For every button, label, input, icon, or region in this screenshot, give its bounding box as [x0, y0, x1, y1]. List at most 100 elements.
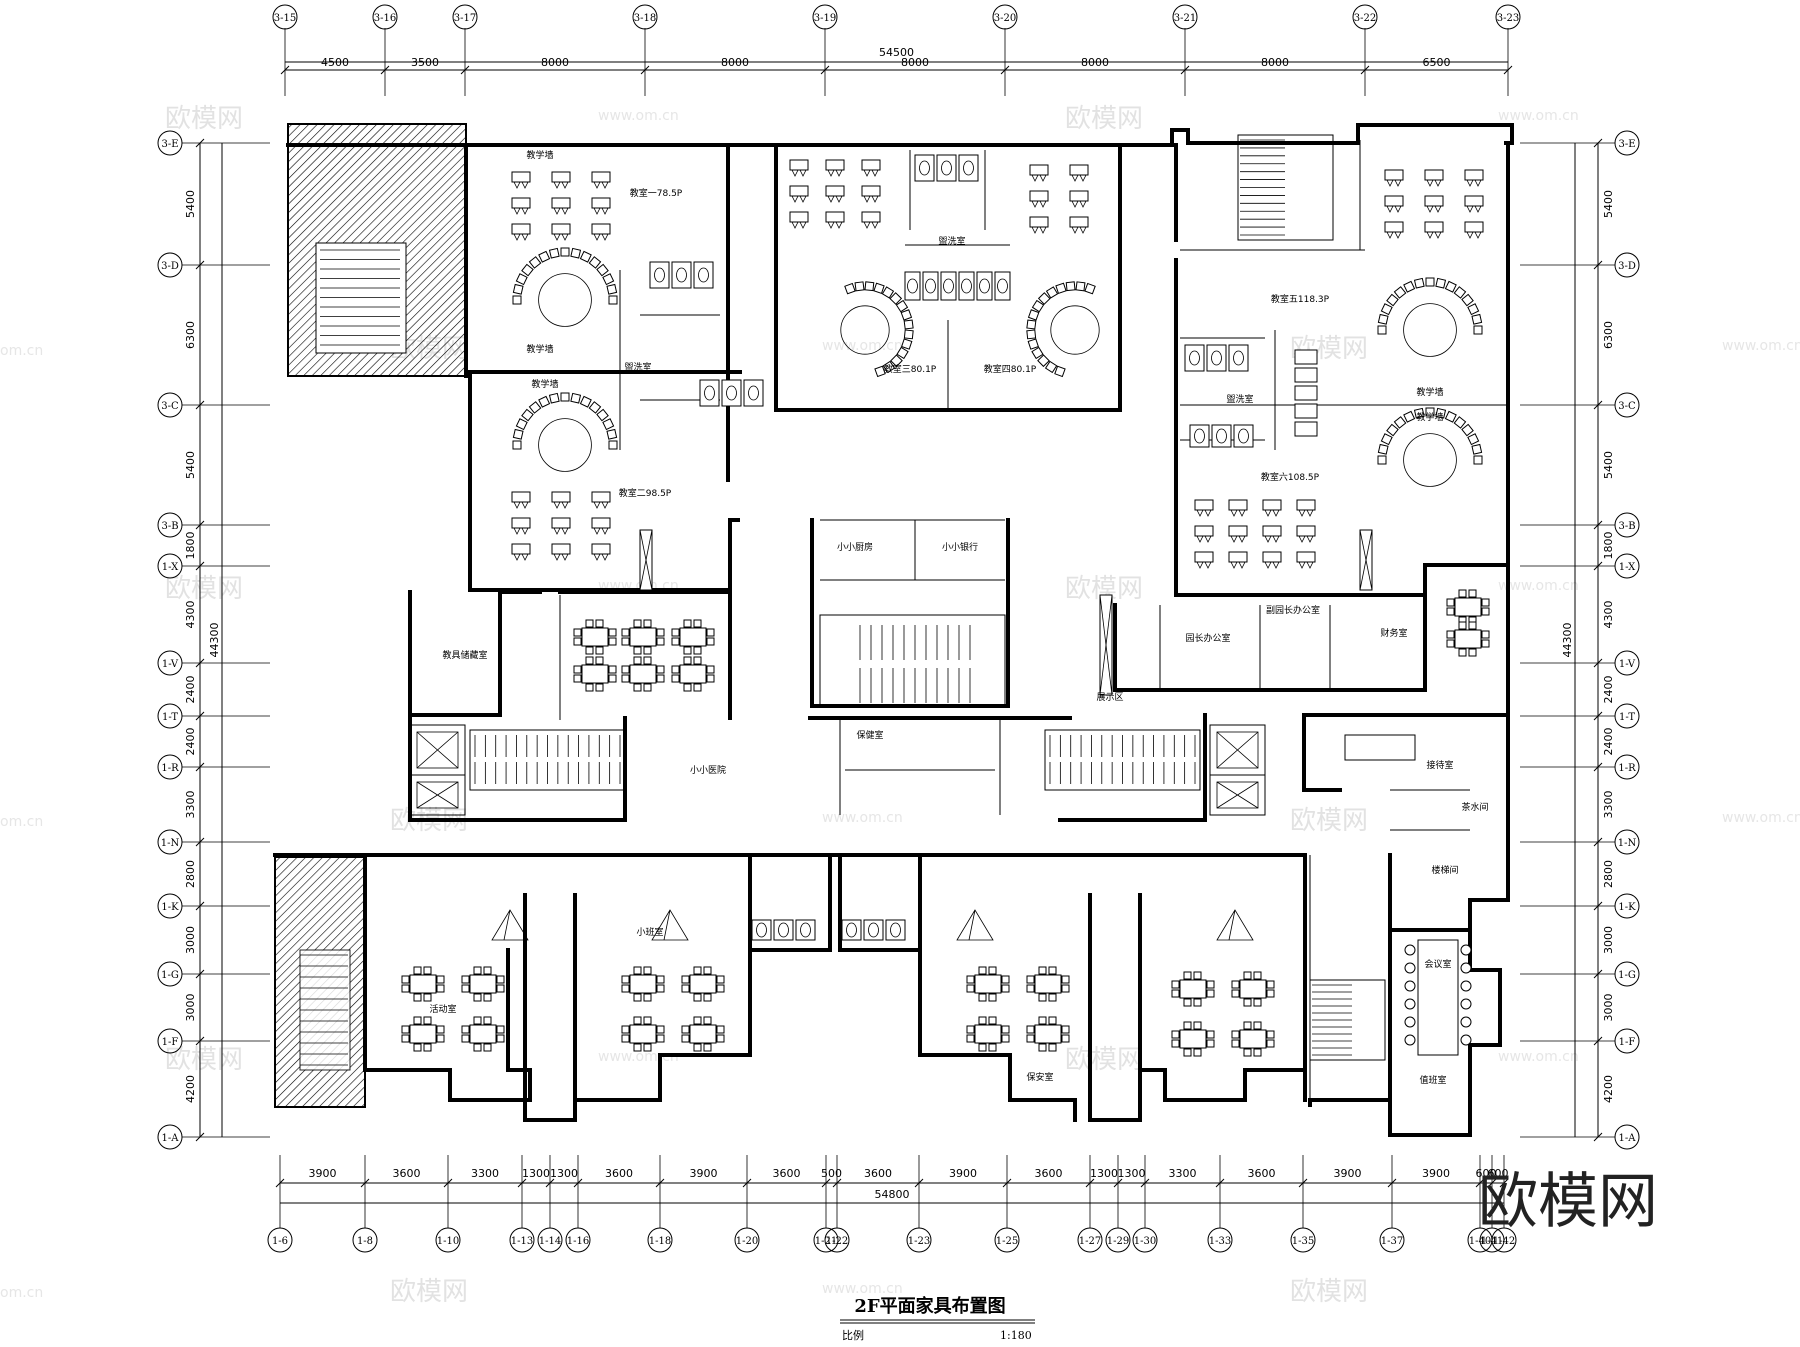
desk: [1029, 190, 1049, 202]
dim-value: 8000: [1261, 56, 1289, 69]
axis-bubble: [157, 893, 183, 919]
axis-label: 1-T: [1619, 712, 1635, 723]
chair: [1044, 360, 1058, 374]
table: [629, 664, 657, 684]
chair: [693, 1043, 702, 1052]
table: [689, 974, 717, 994]
chair: [693, 619, 702, 628]
room-label-finance: 财务室: [1380, 627, 1407, 639]
watermark: 欧模网: [165, 574, 243, 604]
chair: [436, 1034, 445, 1043]
chair: [573, 628, 582, 637]
chair: [1026, 1034, 1035, 1043]
chair: [1253, 1048, 1262, 1057]
chair: [1026, 1025, 1035, 1034]
axis-bubble: [1614, 392, 1640, 418]
furniture: [401, 154, 1490, 1057]
elevator-car: [416, 731, 459, 769]
table: [1239, 1029, 1267, 1049]
table: [581, 664, 609, 684]
chair: [528, 256, 542, 269]
chair: [579, 395, 592, 408]
watermark: 欧模网: [165, 1045, 243, 1075]
axis-label: 1-8: [357, 1236, 373, 1247]
room-label-teaching-wall: 教学墙: [531, 378, 558, 390]
table: [1454, 597, 1482, 617]
chair: [1404, 1034, 1416, 1046]
chair: [643, 1043, 652, 1052]
dim-total-bottom: 54800: [875, 1188, 910, 1201]
bottom-dimension-chain: 548001-639001-836001-1033001-1313001-141…: [267, 1155, 1517, 1253]
chair: [706, 637, 715, 646]
room-label-office-1: 园长办公室: [1185, 632, 1230, 644]
axis-label: 1-27: [1079, 1236, 1101, 1247]
chair: [1446, 607, 1455, 616]
chair: [988, 966, 997, 975]
chair: [436, 975, 445, 984]
chair: [1206, 1030, 1215, 1039]
table: [581, 627, 609, 647]
axis-bubble: [812, 4, 838, 30]
dim-value: 3600: [393, 1167, 421, 1180]
table: [629, 1024, 657, 1044]
room-label-store: 教具储藏室: [442, 649, 487, 661]
axis-label: 3-22: [1354, 13, 1376, 24]
chair: [1054, 365, 1066, 378]
chair: [1461, 423, 1474, 437]
chair: [1001, 984, 1010, 993]
chair: [693, 993, 702, 1002]
chair: [1460, 980, 1472, 992]
chair: [1444, 410, 1457, 423]
dim-value: 4500: [321, 56, 349, 69]
axis-label: 1-F: [162, 1037, 179, 1048]
chair: [608, 440, 618, 450]
dim-value: 500: [821, 1167, 842, 1180]
chair: [656, 1025, 665, 1034]
axis-bubble: [1614, 650, 1640, 676]
dim-value: 1300: [550, 1167, 578, 1180]
chair: [901, 338, 913, 350]
room-label-activity: 活动室: [429, 1003, 456, 1015]
chair: [978, 1043, 987, 1052]
chair: [693, 683, 702, 692]
dim-total-top: 54500: [879, 46, 914, 59]
chair: [1380, 433, 1393, 446]
chair: [515, 418, 528, 431]
chair: [1393, 286, 1407, 299]
chair: [1243, 998, 1252, 1007]
chair: [1206, 980, 1215, 989]
chair: [1027, 338, 1039, 350]
watermark: 欧模网: [165, 104, 243, 134]
chair: [1377, 443, 1389, 455]
chair: [1386, 423, 1399, 437]
axis-bubble: [1614, 553, 1640, 579]
chair: [1266, 1039, 1275, 1048]
room-label-classroom-3: 教室三80.1P: [884, 363, 937, 375]
chair: [1253, 1021, 1262, 1030]
top-dimension-chain: 545003-1545003-1635003-1780003-1880003-1…: [272, 4, 1521, 96]
chair: [633, 1016, 642, 1025]
axis-label: 3-D: [1618, 261, 1636, 272]
chair: [1001, 1025, 1010, 1034]
watermark: 欧模网: [1065, 104, 1143, 134]
chair: [1171, 989, 1180, 998]
room-label-duty: 值班室: [1419, 1074, 1446, 1086]
axis-bubble: [1614, 130, 1640, 156]
toilet-cubicle: [671, 261, 692, 289]
watermark-url: www.om.cn: [1722, 338, 1800, 354]
dim-value: 1300: [522, 1167, 550, 1180]
axis-label: 3-C: [1618, 401, 1636, 412]
desk: [1029, 216, 1049, 228]
chair: [621, 984, 630, 993]
axis-label: 1-23: [908, 1236, 930, 1247]
axis-label: 3-19: [814, 13, 836, 24]
sink: [1294, 349, 1318, 365]
table: [974, 1024, 1002, 1044]
chair: [1253, 998, 1262, 1007]
elevator-car: [1216, 731, 1259, 769]
toilet-cubicle: [1233, 424, 1254, 448]
chair: [633, 993, 642, 1002]
axis-bubble: [157, 829, 183, 855]
chair: [602, 273, 615, 286]
axis-label: 1-V: [1619, 659, 1636, 670]
